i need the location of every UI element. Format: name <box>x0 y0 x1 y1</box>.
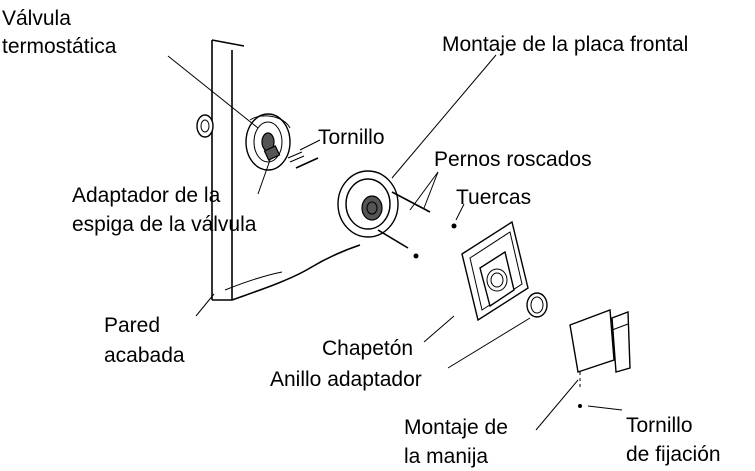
adapter-ring <box>526 292 548 318</box>
valve-stem-adapter <box>263 145 281 161</box>
label-tornillo-fijacion-line1: Tornillo <box>626 414 693 437</box>
label-pernos: Pernos roscados <box>434 148 592 171</box>
label-montaje-manija-line1: Montaje de <box>404 416 508 439</box>
finished-wall <box>211 39 361 301</box>
label-valvula-line1: Válvula <box>2 7 71 30</box>
set-screw <box>578 372 582 408</box>
faceplate-assembly <box>337 170 399 238</box>
thermostatic-valve <box>196 113 291 171</box>
label-tuercas: Tuercas <box>456 186 531 209</box>
label-pared-line1: Pared <box>104 314 160 337</box>
label-anillo: Anillo adaptador <box>270 368 422 391</box>
label-chapeton: Chapetón <box>322 337 413 360</box>
handle-assembly <box>569 309 631 373</box>
nuts <box>413 223 457 259</box>
label-tornillo-fijacion-line2: de fijación <box>626 443 721 466</box>
leader-lines <box>167 54 623 431</box>
label-montaje-placa: Montaje de la placa frontal <box>442 33 688 56</box>
screw <box>287 151 319 169</box>
label-adaptador-line2: espiga de la válvula <box>72 213 257 236</box>
threaded-studs <box>377 191 431 249</box>
label-tornillo: Tornillo <box>318 126 385 149</box>
label-valvula-line2: termostática <box>2 35 117 58</box>
escutcheon <box>461 220 529 322</box>
label-adaptador-line1: Adaptador de la <box>72 184 221 207</box>
label-pared-line2: acabada <box>104 344 185 367</box>
label-montaje-manija-line2: la manija <box>404 445 488 468</box>
